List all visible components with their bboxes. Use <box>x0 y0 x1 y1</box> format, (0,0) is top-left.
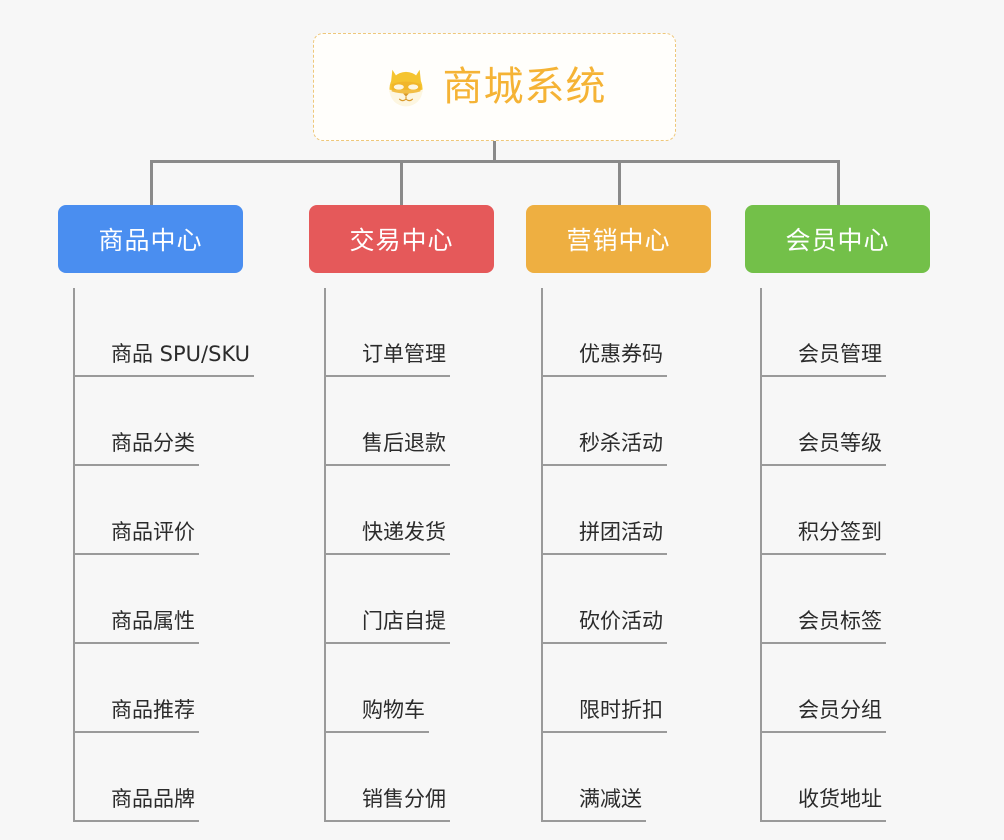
leaf-underline <box>75 375 255 377</box>
list-item[interactable]: 快递发货 <box>326 466 494 555</box>
category-label: 交易中心 <box>349 226 454 255</box>
leaf-label: 会员管理 <box>798 341 882 366</box>
category-header-member[interactable]: 会员中心 <box>745 205 930 273</box>
category-column-marketing: 营销中心 优惠券码 秒杀活动 拼团活动 砍价活动 限时折扣 <box>526 205 711 822</box>
leaf-label: 砍价活动 <box>579 608 663 633</box>
leaf-underline <box>75 642 199 644</box>
leaf-underline <box>762 553 886 555</box>
category-header-trade[interactable]: 交易中心 <box>309 205 494 273</box>
leaf-label: 会员等级 <box>798 430 882 455</box>
leaf-underline <box>762 375 886 377</box>
list-item[interactable]: 会员管理 <box>762 288 930 377</box>
leaf-list-member: 会员管理 会员等级 积分签到 会员标签 会员分组 收货地址 <box>760 288 930 822</box>
list-item[interactable]: 商品 SPU/SKU <box>75 288 255 377</box>
list-item[interactable]: 限时折扣 <box>543 644 711 733</box>
connector-horizontal-bus <box>150 160 839 163</box>
list-item[interactable]: 商品分类 <box>75 377 254 466</box>
connector-drop-1 <box>150 160 153 205</box>
leaf-list-trade: 订单管理 售后退款 快递发货 门店自提 购物车 销售分佣 <box>324 288 494 822</box>
category-label: 商品中心 <box>98 226 203 255</box>
list-item[interactable]: 会员标签 <box>762 555 930 644</box>
root-title: 商城系统 <box>442 64 607 110</box>
list-item[interactable]: 商品评价 <box>75 466 254 555</box>
list-item[interactable]: 拼团活动 <box>543 466 711 555</box>
leaf-underline <box>75 553 199 555</box>
connector-drop-2 <box>400 160 403 205</box>
leaf-underline <box>326 642 450 644</box>
leaf-underline <box>326 553 450 555</box>
leaf-label: 订单管理 <box>362 341 446 366</box>
category-column-member: 会员中心 会员管理 会员等级 积分签到 会员标签 会员分组 <box>745 205 930 822</box>
leaf-label: 商品属性 <box>111 608 195 633</box>
leaf-label: 商品推荐 <box>111 697 195 722</box>
leaf-list-marketing: 优惠券码 秒杀活动 拼团活动 砍价活动 限时折扣 满减送 <box>541 288 711 822</box>
leaf-label: 满减送 <box>579 786 642 811</box>
list-item[interactable]: 门店自提 <box>326 555 494 644</box>
leaf-list-product: 商品 SPU/SKU 商品分类 商品评价 商品属性 商品推荐 商品品牌 <box>73 288 255 822</box>
leaf-underline <box>543 375 667 377</box>
leaf-label: 会员标签 <box>798 608 882 633</box>
category-column-trade: 交易中心 订单管理 售后退款 快递发货 门店自提 购物车 <box>309 205 494 822</box>
leaf-label: 销售分佣 <box>362 786 446 811</box>
leaf-underline <box>543 553 667 555</box>
leaf-label: 收货地址 <box>798 786 882 811</box>
dog-face-icon <box>388 69 423 107</box>
list-item[interactable]: 优惠券码 <box>543 288 711 377</box>
connector-root-stem <box>493 141 496 163</box>
list-item[interactable]: 商品属性 <box>75 555 254 644</box>
leaf-label: 快递发货 <box>362 519 446 544</box>
leaf-label: 优惠券码 <box>579 341 663 366</box>
category-column-product: 商品中心 商品 SPU/SKU 商品分类 商品评价 商品属性 商品推荐 <box>58 205 255 822</box>
list-item[interactable]: 秒杀活动 <box>543 377 711 466</box>
leaf-underline <box>762 731 886 733</box>
leaf-underline <box>326 820 450 822</box>
list-item[interactable]: 满减送 <box>543 733 711 822</box>
leaf-underline <box>75 820 199 822</box>
leaf-label: 限时折扣 <box>579 697 663 722</box>
leaf-label: 门店自提 <box>362 608 446 633</box>
leaf-underline <box>543 464 667 466</box>
connector-drop-4 <box>837 160 840 205</box>
leaf-label: 秒杀活动 <box>579 430 663 455</box>
leaf-label: 商品 SPU/SKU <box>111 341 251 366</box>
category-label: 会员中心 <box>785 226 890 255</box>
list-item[interactable]: 会员分组 <box>762 644 930 733</box>
leaf-label: 商品评价 <box>111 519 195 544</box>
list-item[interactable]: 订单管理 <box>326 288 494 377</box>
leaf-underline <box>762 642 886 644</box>
leaf-underline <box>543 820 646 822</box>
leaf-underline <box>326 375 450 377</box>
list-item[interactable]: 收货地址 <box>762 733 930 822</box>
leaf-underline <box>75 464 199 466</box>
leaf-underline <box>762 820 886 822</box>
leaf-underline <box>543 642 667 644</box>
category-label: 营销中心 <box>566 226 671 255</box>
list-item[interactable]: 销售分佣 <box>326 733 494 822</box>
leaf-underline <box>326 464 450 466</box>
leaf-underline <box>762 464 886 466</box>
leaf-underline <box>326 731 429 733</box>
root-node[interactable]: 商城系统 <box>313 33 676 141</box>
list-item[interactable]: 售后退款 <box>326 377 494 466</box>
leaf-label: 会员分组 <box>798 697 882 722</box>
leaf-label: 商品分类 <box>111 430 195 455</box>
category-header-marketing[interactable]: 营销中心 <box>526 205 711 273</box>
connector-drop-3 <box>618 160 621 205</box>
leaf-underline <box>75 731 199 733</box>
leaf-label: 拼团活动 <box>579 519 663 544</box>
list-item[interactable]: 积分签到 <box>762 466 930 555</box>
leaf-underline <box>543 731 667 733</box>
list-item[interactable]: 购物车 <box>326 644 494 733</box>
list-item[interactable]: 砍价活动 <box>543 555 711 644</box>
leaf-label: 积分签到 <box>798 519 882 544</box>
leaf-label: 购物车 <box>362 697 425 722</box>
list-item[interactable]: 商品推荐 <box>75 644 254 733</box>
category-header-product[interactable]: 商品中心 <box>58 205 243 273</box>
leaf-label: 售后退款 <box>362 430 446 455</box>
list-item[interactable]: 商品品牌 <box>75 733 254 822</box>
list-item[interactable]: 会员等级 <box>762 377 930 466</box>
leaf-label: 商品品牌 <box>111 786 195 811</box>
